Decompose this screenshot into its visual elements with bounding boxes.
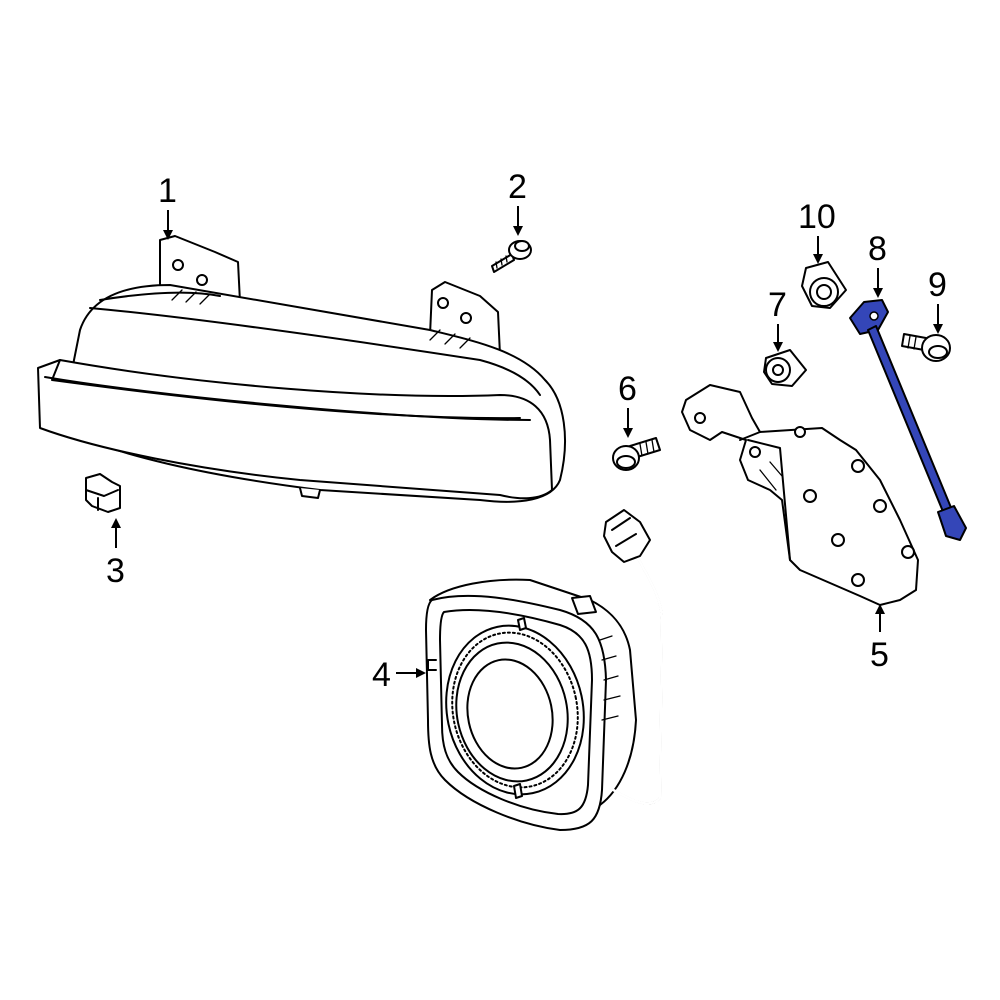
- callout-4: 4: [372, 656, 426, 694]
- part-7-spacer[interactable]: [763, 349, 807, 387]
- callout-label-7: 7: [768, 286, 787, 324]
- callout-7: 7: [768, 286, 787, 352]
- part-10-bushing[interactable]: [801, 261, 847, 309]
- callout-5: 5: [870, 604, 889, 674]
- callout-label-1: 1: [158, 172, 177, 210]
- callout-9: 9: [928, 266, 947, 334]
- fog-lamp-wiring-harness[interactable]: [603, 509, 664, 805]
- callout-label-6: 6: [618, 370, 637, 408]
- part-9-bolt[interactable]: [901, 333, 951, 362]
- callout-2: 2: [508, 168, 527, 236]
- callout-3: 3: [106, 518, 125, 590]
- callout-label-2: 2: [508, 168, 527, 206]
- part-4-fog-lamp[interactable]: [425, 578, 637, 831]
- callout-label-4: 4: [372, 656, 391, 694]
- callout-label-5: 5: [870, 636, 889, 674]
- part-2-screw[interactable]: [491, 240, 532, 273]
- callout-label-8: 8: [868, 230, 887, 268]
- callout-8: 8: [868, 230, 887, 298]
- part-5-bracket[interactable]: [681, 384, 919, 606]
- callout-10: 10: [798, 198, 836, 264]
- part-8-support-rod[interactable]: [849, 299, 967, 541]
- callout-6: 6: [618, 370, 637, 438]
- part-6-bolt[interactable]: [612, 437, 661, 471]
- callout-label-10: 10: [798, 198, 836, 236]
- part-3-clip[interactable]: [85, 473, 121, 513]
- part-1-lamp-housing[interactable]: [37, 235, 566, 503]
- callout-label-9: 9: [928, 266, 947, 304]
- callout-label-3: 3: [106, 552, 125, 590]
- callout-1: 1: [158, 172, 177, 240]
